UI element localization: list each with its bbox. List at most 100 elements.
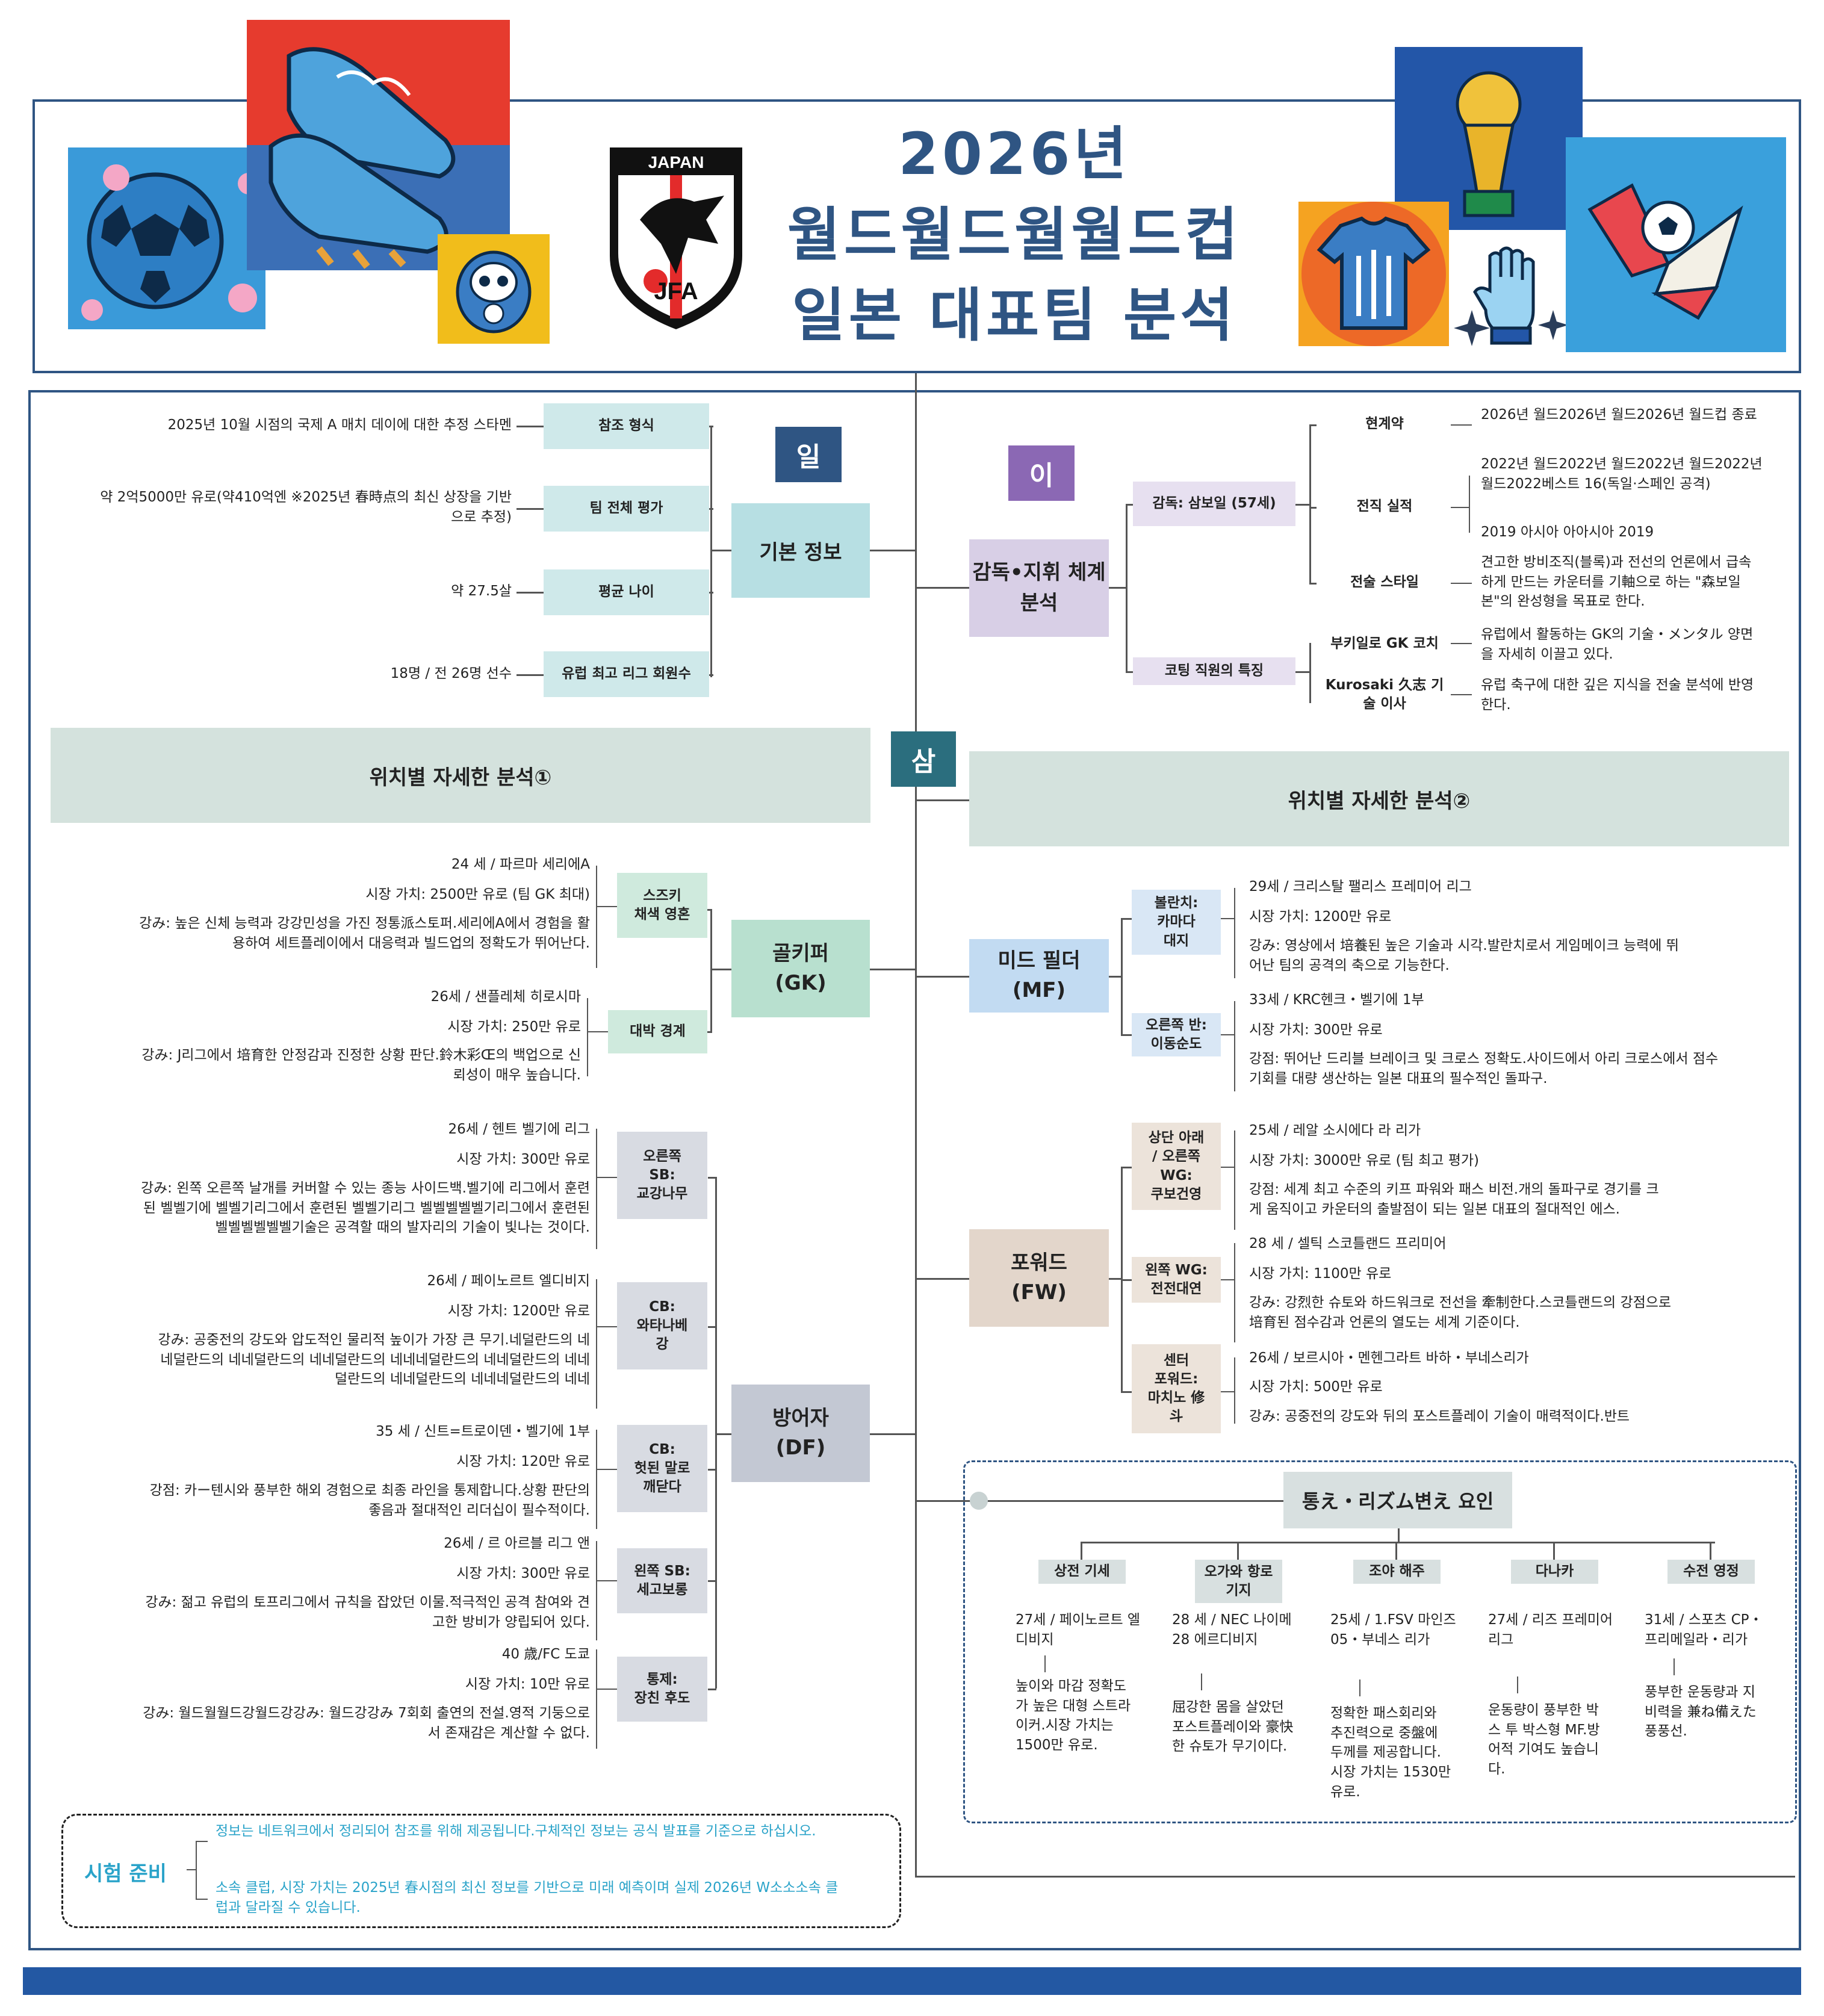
basic-tag-reference: 참조 형식	[544, 403, 709, 449]
fw-player-1-bracket	[1234, 1131, 1235, 1230]
goalkeeper-glove-icon	[1473, 246, 1535, 345]
basic-info-node: 기본 정보	[731, 503, 870, 598]
center-spine	[915, 373, 917, 1877]
coach-row-record-text: 2022년 월드2022년 월드2022년 월드2022년 월드2022베스트 …	[1481, 456, 1763, 492]
rhythm-panel	[963, 1460, 1797, 1823]
title-team-analysis: 일본 대표팀 분석	[792, 282, 1237, 349]
df-node: 방어자 (DF)	[731, 1385, 870, 1482]
coach-row-director-text: 유럽 축구에 대한 깊은 지식을 전술 분석에 반영한다.	[1481, 677, 1754, 713]
df-player-1-bracket	[596, 1129, 597, 1249]
mf-node: 미드 필더 (MF)	[969, 939, 1109, 1013]
rhythm-col-tag: 오가와 항로 기지	[1195, 1560, 1282, 1603]
section-number-one: 일	[775, 427, 842, 482]
df-player-4-club: 26세 / 르 아르블 리그 앤	[444, 1536, 590, 1551]
coach-row-record-text2: 2019 아시아 아아시아 2019	[1481, 524, 1654, 540]
rhythm-col-divider	[1044, 1655, 1046, 1672]
jfa-crest-bottom-text: JFA	[654, 278, 698, 305]
df-branch	[708, 1469, 716, 1471]
fw-connector	[915, 1278, 969, 1280]
gk-branch	[707, 909, 712, 911]
rhythm-col-desc: 정확한 패스회리와 추진력으로 중盤에 두께를 제공합니다.시장 가치는 153…	[1330, 1705, 1451, 1800]
fw-branch	[1121, 1279, 1132, 1281]
soccer-ball-tile	[68, 147, 265, 329]
df-branch	[708, 1689, 716, 1690]
daruma-tile	[438, 234, 550, 344]
jfa-crest-icon: JAPAN JFA	[610, 147, 742, 329]
mf-player-1-club: 29세 / 크리스탈 팰리스 프레미어 리그	[1249, 879, 1472, 895]
basic-line-average-age	[516, 592, 544, 594]
rhythm-col-club: 28 세 / NEC 나이메28 에르디비지	[1172, 1612, 1292, 1648]
gk-node: 골키퍼 (GK)	[731, 920, 870, 1017]
daruma-icon	[456, 250, 532, 333]
mf-player-1-tag: 볼란치: 카마다 대지	[1132, 890, 1221, 955]
rhythm-col-stem	[1710, 1542, 1711, 1560]
basic-branch	[707, 674, 713, 676]
position-analysis-2-bar: 위치별 자세한 분석②	[969, 751, 1789, 846]
rhythm-col-divider	[1359, 1679, 1360, 1696]
fw-node: 포워드 (FW)	[969, 1229, 1109, 1327]
df-player-4-value: 시장 가치: 300만 유로	[456, 1566, 590, 1581]
title-year: 2026년	[898, 120, 1131, 188]
df-player-1-tick	[596, 1177, 617, 1178]
coach-node: 감독•지휘 체계 분석	[969, 539, 1109, 637]
gk-player-1-club: 24 세 / 파르마 세리에A	[451, 857, 590, 872]
df-bracket	[715, 1177, 717, 1689]
df-player-2-tag: CB: 와타나베 강	[617, 1282, 707, 1369]
jfa-crest: JAPAN JFA	[604, 141, 748, 333]
fw-player-1-strength: 강점: 세계 최고 수준의 키프 파워와 패스 비전.개의 돌파구로 경기를 크…	[1249, 1182, 1659, 1217]
cleats-icon	[268, 47, 456, 269]
df-player-4-strength: 강み: 젊고 유럽의 토프리그에서 규칙을 잡았던 이물.적극적인 공격 참여와…	[145, 1595, 590, 1630]
rhythm-col-divider	[1201, 1673, 1202, 1690]
basic-tag-european-players: 유럽 최고 리그 회원수	[544, 651, 709, 697]
df-player-5-strength: 강み: 월드월월드강월드강강み: 월드강강み 7회회 출연의 전설.영적 기둥으…	[143, 1705, 590, 1741]
rhythm-col-club: 31세 / 스포츠 CP・프리메일라・리가	[1645, 1612, 1763, 1648]
df-player-3-strength: 강점: 카ー텐시와 풍부한 해외 경험으로 최종 라인을 통제합니다.상황 판단…	[149, 1483, 590, 1518]
mf-player-2-strength: 강점: 뛰어난 드리블 브레이크 및 크로스 정확도.사이드에서 아리 크로스에…	[1249, 1051, 1719, 1087]
mf-player-2-tag: 오른쪽 반: 이동순도	[1132, 1013, 1221, 1056]
df-connector	[870, 1433, 915, 1435]
mf-bracket-tick	[1109, 976, 1121, 978]
mf-connector	[915, 976, 969, 978]
rhythm-col-stem	[1553, 1542, 1555, 1560]
rhythm-stem	[1398, 1528, 1400, 1542]
coach-row-gk-coach-text: 유럽에서 활동하는 GK의 기술・メンタル 양면을 자세히 이끌고 있다.	[1481, 627, 1754, 662]
gk-player-2-value: 시장 가치: 250만 유로	[447, 1019, 581, 1035]
fw-branch	[1121, 1391, 1132, 1393]
coach-bracket-tick	[1109, 587, 1126, 589]
df-player-5-value: 시장 가치: 10만 유로	[465, 1676, 590, 1692]
rhythm-col-club: 27세 / 페이노르트 엘디비지	[1016, 1612, 1141, 1648]
staff-bracket	[1309, 643, 1311, 703]
df-player-3-tag: CB: 헛된 말로 깨닫다	[617, 1425, 707, 1512]
rhythm-col-stem	[1081, 1542, 1082, 1560]
glove-tile	[1454, 244, 1568, 349]
basic-text-team-value: 약 2억5000만 유로(약410억엔 ※2025년 春時点의 최신 상장을 기…	[100, 489, 512, 525]
rhythm-connector-dot	[970, 1492, 988, 1510]
coach-row-contract-dash	[1451, 424, 1472, 426]
head-coach-row-tick	[1309, 507, 1317, 509]
mf-player-1-bracket	[1234, 888, 1235, 978]
section-number-two: 이	[1008, 445, 1075, 501]
jersey-tile	[1298, 202, 1449, 346]
shuriken-icon	[1454, 310, 1490, 346]
df-player-2-strength: 강み: 공중전의 강도와 압도적인 물리적 높이가 가장 큰 무기.네덜란드의 …	[158, 1332, 591, 1388]
mf-branch	[1121, 918, 1132, 920]
mf-bracket	[1121, 918, 1123, 1035]
jfa-crest-top-text: JAPAN	[648, 153, 704, 172]
mf-player-1-tick	[1221, 918, 1234, 919]
mf-player-2-club: 33세 / KRC헨크・벨기에 1부	[1249, 992, 1424, 1008]
df-branch	[708, 1177, 716, 1179]
basic-bracket	[710, 426, 712, 677]
gk-bracket	[710, 909, 712, 1032]
section-number-three: 삼	[891, 731, 956, 787]
notes-bracket	[196, 1841, 197, 1899]
fw-player-2-strength: 강み: 강烈한 슈토와 하드워크로 전선을 牽制한다.스코틀랜드의 강점으로 培…	[1249, 1295, 1672, 1330]
fw-player-1-value: 시장 가치: 3000만 유로 (팀 최고 평가)	[1249, 1153, 1480, 1168]
rhythm-title: 통え・리ズム변え 요인	[1283, 1472, 1512, 1528]
gk-branch	[707, 1031, 712, 1033]
basic-connector	[870, 550, 915, 551]
fw-player-2-tick	[1221, 1279, 1234, 1280]
df-player-1-club: 26세 / 헨트 벨기에 리그	[448, 1121, 590, 1137]
cleats-tile	[247, 20, 510, 270]
coaching-staff-tag: 코팅 직원의 특징	[1133, 657, 1295, 685]
soccer-ball-icon	[81, 164, 259, 321]
